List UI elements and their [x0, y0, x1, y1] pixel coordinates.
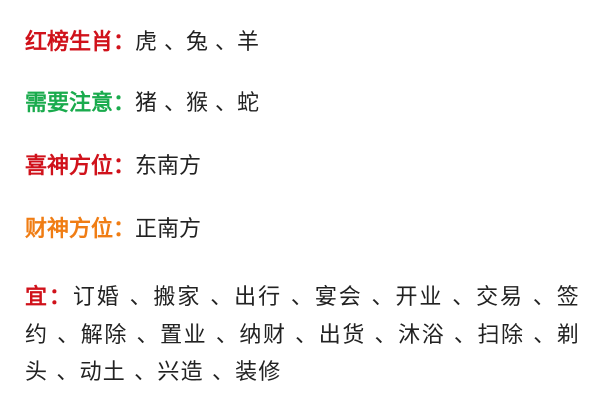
- row-lucky-zodiac: 红榜生肖：虎 、兔 、羊: [25, 30, 259, 56]
- wealth-god-direction-label: 财神方位：: [25, 217, 136, 242]
- caution-zodiac-value: 猪 、猴 、蛇: [135, 91, 260, 116]
- wealth-god-direction-value: 正南方: [135, 217, 202, 242]
- auspicious-value: 订婚 、搬家 、出行 、宴会 、开业 、交易 、签约 、解除 、置业 、纳财 、…: [25, 285, 580, 385]
- row-wealth-god-direction: 财神方位：正南方: [25, 217, 201, 243]
- auspicious-activities: 宜：订婚 、搬家 、出行 、宴会 、开业 、交易 、签约 、解除 、置业 、纳财…: [25, 279, 580, 392]
- lucky-zodiac-label: 红榜生肖：: [25, 30, 136, 55]
- row-caution-zodiac: 需要注意：猪 、猴 、蛇: [25, 91, 259, 117]
- row-joy-god-direction: 喜神方位：东南方: [25, 154, 201, 180]
- joy-god-direction-label: 喜神方位：: [25, 154, 136, 179]
- lucky-zodiac-value: 虎 、兔 、羊: [135, 30, 260, 55]
- auspicious-label: 宜：: [25, 285, 73, 310]
- joy-god-direction-value: 东南方: [135, 154, 202, 179]
- caution-zodiac-label: 需要注意：: [25, 91, 136, 116]
